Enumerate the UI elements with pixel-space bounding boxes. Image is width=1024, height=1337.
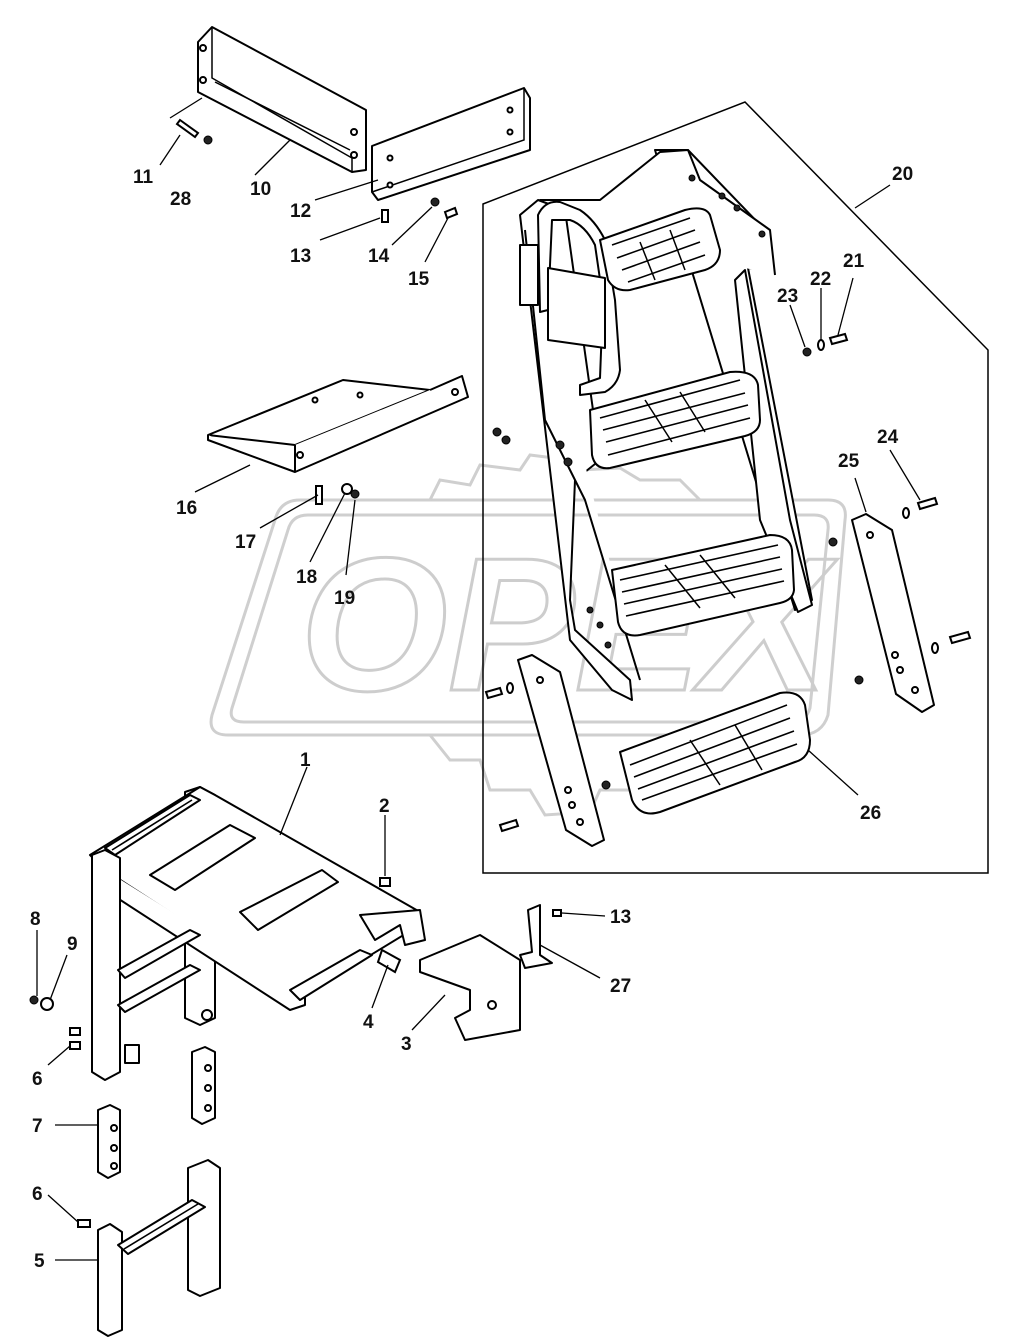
callout-17: 17 bbox=[235, 532, 256, 553]
part-5-lower-step bbox=[97, 1159, 221, 1337]
callout-labels: 1 2 3 4 5 6 6 7 8 9 10 11 12 13 13 14 15… bbox=[30, 164, 913, 1272]
part-20-ladder bbox=[492, 149, 838, 701]
part-lower-side-plate bbox=[484, 654, 611, 847]
callout-27: 27 bbox=[610, 976, 631, 997]
part-7-inserts bbox=[97, 1046, 216, 1179]
callout-8: 8 bbox=[30, 909, 41, 930]
fasteners-20 bbox=[802, 332, 972, 685]
fasteners-plate bbox=[315, 483, 360, 505]
part-16-plate bbox=[207, 375, 469, 473]
callout-19: 19 bbox=[334, 588, 355, 609]
fasteners-lower bbox=[29, 995, 91, 1228]
callout-24: 24 bbox=[877, 427, 899, 448]
callout-9: 9 bbox=[67, 934, 78, 955]
callout-2: 2 bbox=[379, 796, 390, 817]
callout-14: 14 bbox=[368, 246, 390, 267]
callout-10: 10 bbox=[250, 179, 271, 200]
callout-20: 20 bbox=[892, 164, 913, 185]
callout-15: 15 bbox=[408, 269, 430, 290]
callout-1: 1 bbox=[300, 750, 311, 771]
part-25-plate bbox=[851, 513, 935, 713]
callout-6b: 6 bbox=[32, 1184, 43, 1205]
callout-13a: 13 bbox=[290, 246, 311, 267]
callout-16: 16 bbox=[176, 498, 197, 519]
part-26-step bbox=[619, 691, 811, 815]
part-1-frame bbox=[89, 786, 426, 1081]
callout-28: 28 bbox=[170, 189, 191, 210]
callout-11: 11 bbox=[133, 167, 154, 188]
part-12-bracket bbox=[371, 87, 531, 201]
fasteners-top bbox=[175, 118, 459, 223]
callout-23: 23 bbox=[777, 286, 798, 307]
callout-7: 7 bbox=[32, 1116, 43, 1137]
callout-12: 12 bbox=[290, 201, 311, 222]
callout-3: 3 bbox=[401, 1034, 412, 1055]
callout-6a: 6 bbox=[32, 1069, 43, 1090]
callout-18: 18 bbox=[296, 567, 317, 588]
callout-22: 22 bbox=[810, 269, 831, 290]
callout-4: 4 bbox=[363, 1012, 374, 1033]
callout-26: 26 bbox=[860, 803, 881, 824]
assembly-20-boundary bbox=[482, 101, 989, 874]
callout-25: 25 bbox=[838, 451, 860, 472]
part-3-4-27 bbox=[376, 877, 562, 1041]
part-10-guard bbox=[197, 26, 367, 173]
callout-5: 5 bbox=[34, 1251, 45, 1272]
callout-21: 21 bbox=[843, 251, 865, 272]
leader-lines bbox=[36, 97, 921, 1261]
callout-13b: 13 bbox=[610, 907, 631, 928]
